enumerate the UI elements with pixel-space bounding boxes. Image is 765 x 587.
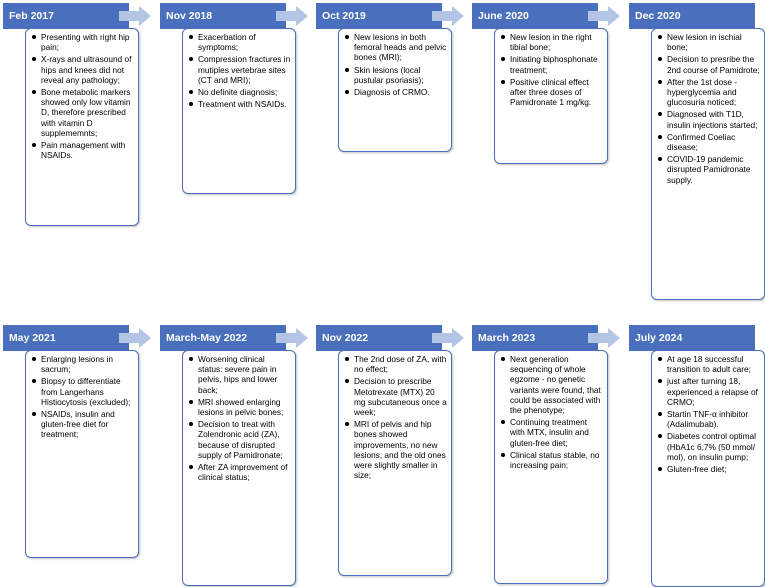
stage-date-header: March 2023 xyxy=(472,325,598,351)
stage-event-item: Bone metabolic markers showed only low v… xyxy=(32,87,134,138)
stage-event-item: Exacerbation of symptoms; xyxy=(189,32,291,52)
stage-event-item: Enlarging lesions in sacrum; xyxy=(32,354,134,374)
timeline-arrow-icon xyxy=(588,6,620,26)
stage-date-header: Oct 2019 xyxy=(316,3,442,29)
timeline-arrow-icon xyxy=(119,328,151,348)
timeline-arrow-icon xyxy=(276,328,308,348)
stage-event-list: Enlarging lesions in sacrum;Biopsy to di… xyxy=(31,354,134,440)
timeline-arrow-icon xyxy=(119,6,151,26)
stage-date-header: March-May 2022 xyxy=(160,325,286,351)
stage-card: New lesion in ischial bone;Decision to p… xyxy=(651,28,765,300)
timeline-arrow-icon xyxy=(276,6,308,26)
stage-event-list: Presenting with right hip pain;X-rays an… xyxy=(31,32,134,160)
stage-event-item: MRI of pelvis and hip bones showed impro… xyxy=(345,419,446,481)
stage-card: Presenting with right hip pain;X-rays an… xyxy=(25,28,139,226)
stage-event-item: The 2nd dose of ZA, with no effect; xyxy=(345,354,447,375)
stage-event-list: Worsening clinical status: severe pain i… xyxy=(188,354,291,482)
stage-event-item: Treatment with NSAIDs. xyxy=(189,99,291,109)
stage-date-header: June 2020 xyxy=(472,3,598,29)
stage-event-item: Skin lesions (local pustular psoriasis); xyxy=(345,65,447,85)
stage-date-header: May 2021 xyxy=(3,325,129,351)
stage-event-list: New lesion in the right tibial bone;Init… xyxy=(500,32,603,107)
stage-event-item: COVID-19 pandemic disrupted Pamidronate … xyxy=(658,154,760,185)
stage-event-item: just after turning 18, experienced a rel… xyxy=(658,376,760,407)
stage-event-item: New lesion in ischial bone; xyxy=(658,32,760,52)
stage-event-item: Compression fractures in mutiples verteb… xyxy=(189,54,291,85)
stage-event-list: Exacerbation of symptoms;Compression fra… xyxy=(188,32,291,109)
stage-date-header: Dec 2020 xyxy=(629,3,755,29)
timeline-arrow-icon xyxy=(588,328,620,348)
stage-event-list: New lesions in both femoral heads and pe… xyxy=(344,32,447,97)
stage-event-list: Next generation sequencing of whole egzo… xyxy=(500,354,603,470)
stage-event-list: The 2nd dose of ZA, with no effect;Decis… xyxy=(344,354,447,480)
stage-event-item: At age 18 successful transition to adult… xyxy=(658,354,760,374)
stage-card: Worsening clinical status: severe pain i… xyxy=(182,350,296,586)
stage-card: Next generation sequencing of whole egzo… xyxy=(494,350,608,584)
stage-card: At age 18 successful transition to adult… xyxy=(651,350,765,587)
stage-card: Exacerbation of symptoms;Compression fra… xyxy=(182,28,296,194)
stage-date-header: Nov 2022 xyxy=(316,325,442,351)
stage-event-item: Initiating biphosphonate treatment; xyxy=(501,54,603,75)
stage-date-header: July 2024 xyxy=(629,325,755,351)
stage-event-item: Presenting with right hip pain; xyxy=(32,32,134,52)
stage-event-item: Clinical status stable, no increasing pa… xyxy=(501,450,603,470)
stage-event-item: Pain management with NSAIDs. xyxy=(32,140,134,160)
stage-event-item: Confirmed Coeliac disease; xyxy=(658,132,760,152)
stage-event-item: Continuing treatment with MTX, insulin a… xyxy=(501,417,603,448)
stage-card: The 2nd dose of ZA, with no effect;Decis… xyxy=(338,350,452,576)
stage-event-item: Decision to prescribe Metotrexate (MTX) … xyxy=(345,376,447,418)
stage-event-item: After the 1st dose - hyperglycemia and g… xyxy=(658,77,760,108)
stage-event-item: NSAIDs, insulin and gluten-free diet for… xyxy=(32,409,134,440)
stage-event-item: Startin TNF-α inhibitor (Adalimubab). xyxy=(658,409,760,429)
stage-event-item: Diagnosis of CRMO. xyxy=(345,87,447,97)
stage-event-item: Worsening clinical status: severe pain i… xyxy=(189,354,291,395)
timeline-arrow-icon xyxy=(432,328,464,348)
stage-event-item: Decision to presribe the 2nd course of P… xyxy=(658,54,760,75)
stage-event-list: New lesion in ischial bone;Decision to p… xyxy=(657,32,760,185)
stage-event-item: Biopsy to differentiate from Langerhans … xyxy=(32,376,134,407)
stage-event-item: No definite diagnosis; xyxy=(189,87,291,97)
stage-event-item: After ZA improvement of clinical status; xyxy=(189,462,291,482)
stage-event-item: New lesion in the right tibial bone; xyxy=(501,32,603,52)
stage-event-item: New lesions in both femoral heads and pe… xyxy=(345,32,447,63)
stage-card: Enlarging lesions in sacrum;Biopsy to di… xyxy=(25,350,139,558)
stage-card: New lesions in both femoral heads and pe… xyxy=(338,28,452,152)
stage-date-header: Nov 2018 xyxy=(160,3,286,29)
stage-event-item: Next generation sequencing of whole egzo… xyxy=(501,354,603,415)
stage-event-item: Diagnosed with T1D, insulin injections s… xyxy=(658,109,760,130)
stage-event-list: At age 18 successful transition to adult… xyxy=(657,354,760,474)
stage-event-item: MRI showed enlarging lesions in pelvic b… xyxy=(189,397,291,417)
stage-date-header: Feb 2017 xyxy=(3,3,129,29)
stage-event-item: Decision to treat with Zolendronic acid … xyxy=(189,419,291,460)
stage-event-item: Positive clinical effect after three dos… xyxy=(501,77,603,108)
stage-event-item: Diabetes control optimal (HbA1c 6,7% (50… xyxy=(658,431,760,462)
stage-event-item: X-rays and ultrasound of hips and knees … xyxy=(32,54,134,85)
stage-event-item: Gluten-free diet; xyxy=(658,464,760,474)
timeline-arrow-icon xyxy=(432,6,464,26)
stage-card: New lesion in the right tibial bone;Init… xyxy=(494,28,608,164)
